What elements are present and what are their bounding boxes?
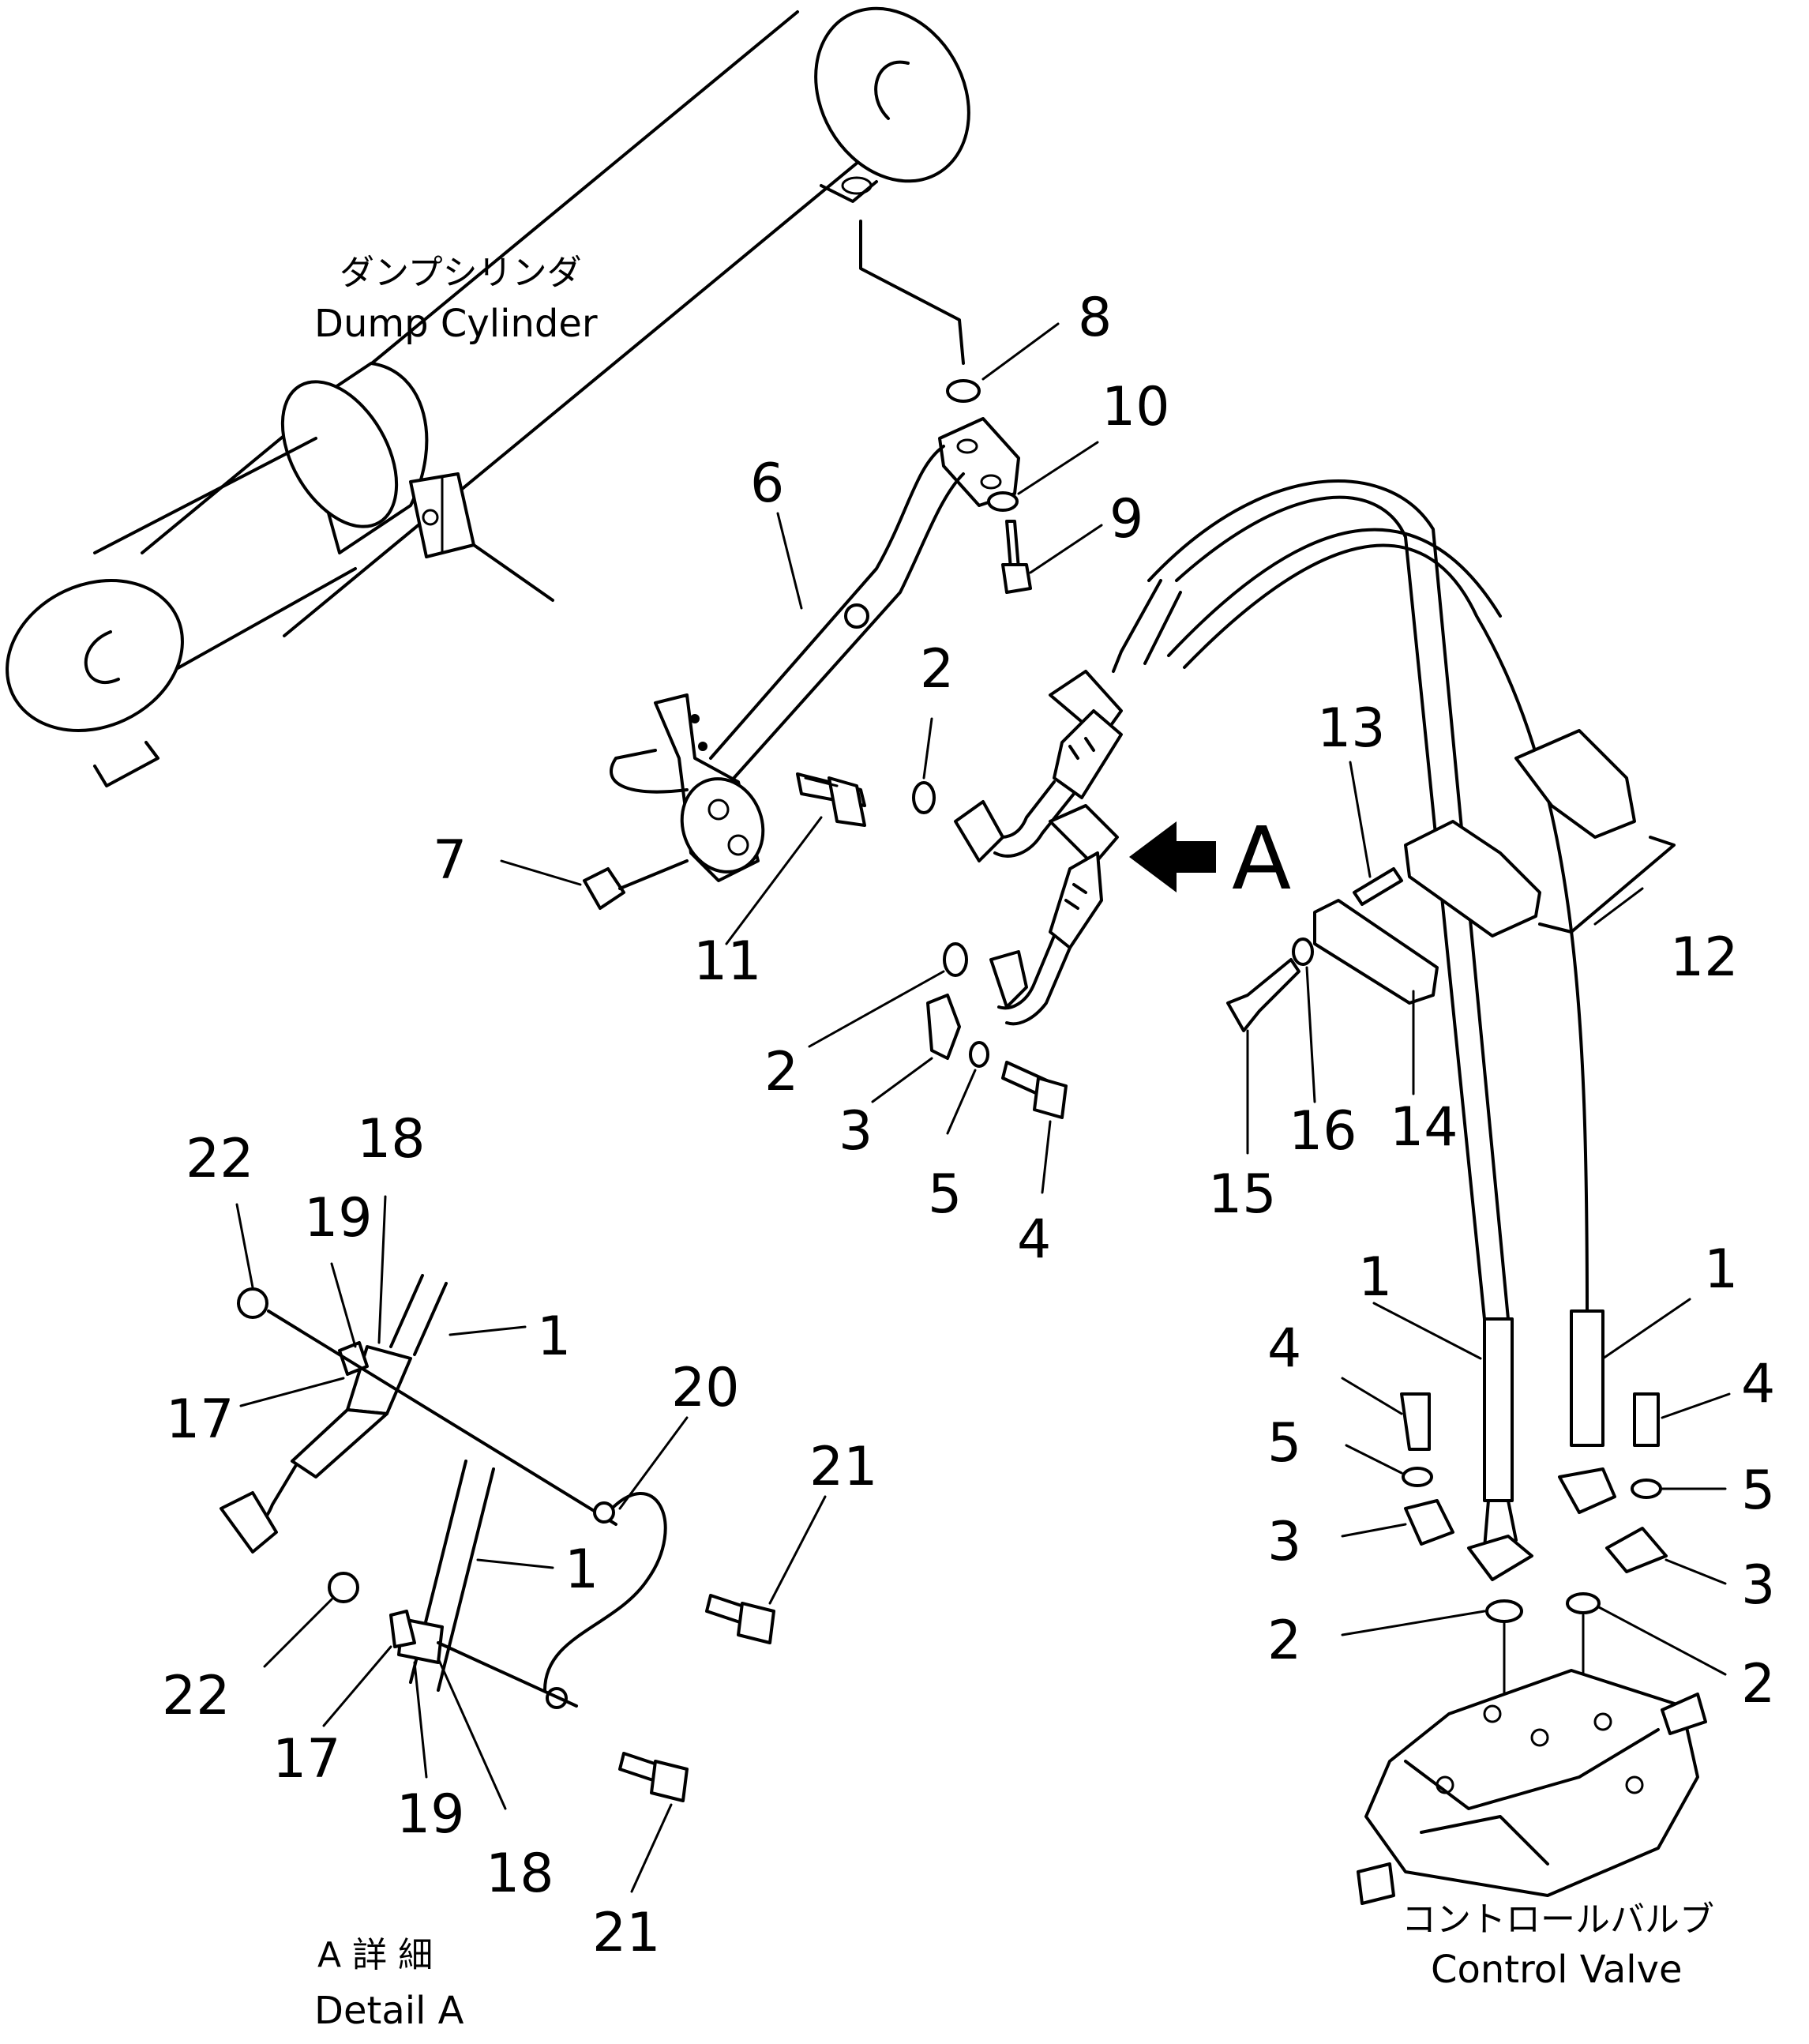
callout-5-b: 5 [1267, 1412, 1301, 1475]
callout-1-detail-a: 1 [537, 1306, 571, 1368]
detail-a-caption-en: Detail A [314, 1989, 464, 2033]
hose-1-left [1112, 479, 1510, 1321]
callout-2-d: 2 [1741, 1653, 1775, 1715]
callout-2-c: 2 [1267, 1610, 1301, 1672]
callout-16: 16 [1289, 1100, 1357, 1163]
detail-a-caption-jp: A 詳 細 [317, 1935, 433, 1975]
callout-15: 15 [1208, 1163, 1277, 1226]
callout-4-a: 4 [1017, 1208, 1051, 1271]
callout-11: 11 [693, 930, 762, 993]
callout-21-b: 21 [592, 1902, 661, 1964]
callout-19-b: 19 [396, 1783, 465, 1846]
callout-17-a: 17 [166, 1388, 235, 1451]
dump-cylinder-caption-jp: ダンプシリンダ [340, 253, 582, 293]
callout-1-detail-b: 1 [565, 1539, 599, 1601]
o-ring-2-lower [943, 942, 968, 977]
callout-2-b: 2 [764, 1041, 798, 1103]
callout-numbers: 8 10 9 6 2 11 7 2 3 5 4 13 12 14 16 15 1… [162, 287, 1775, 1964]
callout-1-right-b: 1 [1704, 1238, 1738, 1301]
callout-12: 12 [1670, 926, 1739, 989]
callout-7: 7 [433, 829, 467, 892]
callout-13: 13 [1317, 697, 1386, 760]
bolt-15 [1226, 958, 1300, 1032]
pin-13 [1353, 867, 1403, 906]
right-small-parts [1400, 1392, 1668, 1623]
callout-19-a: 19 [304, 1187, 373, 1249]
control-valve-caption-jp: コントロールバルブ [1402, 1899, 1714, 1940]
lower-hose-fitting [989, 804, 1119, 1026]
control-valve-caption-en: Control Valve [1431, 1948, 1683, 1992]
detail-a-drawing [220, 1274, 775, 1802]
hose-1-right [1167, 528, 1589, 1321]
callout-21-a: 21 [809, 1436, 878, 1498]
callout-1-right-a: 1 [1358, 1246, 1392, 1309]
callout-20: 20 [671, 1357, 740, 1419]
callout-22-a: 22 [186, 1128, 254, 1190]
callout-18-a: 18 [357, 1108, 426, 1170]
callout-2-a: 2 [920, 638, 954, 701]
washer-16 [1292, 937, 1314, 966]
o-ring-2-upper [912, 781, 936, 814]
upper-hose-fitting [954, 670, 1123, 862]
bolt-9 [1001, 520, 1032, 594]
bolt-11 [796, 772, 866, 827]
callout-5-c: 5 [1741, 1460, 1775, 1522]
callout-4-c: 4 [1741, 1353, 1775, 1415]
callout-6: 6 [750, 453, 784, 515]
right-hose-ends [1467, 1309, 1616, 1581]
callout-18-b: 18 [486, 1843, 554, 1905]
callout-9: 9 [1109, 488, 1143, 550]
callout-10: 10 [1102, 376, 1170, 438]
o-ring-8 [946, 379, 981, 403]
callout-22-b: 22 [162, 1665, 231, 1727]
split-flange-3 [926, 994, 961, 1060]
bolt-4 [1001, 1061, 1068, 1119]
callout-3-a: 3 [839, 1100, 873, 1163]
callout-17-b: 17 [272, 1728, 341, 1790]
view-a-label: A [1232, 808, 1291, 909]
callout-14: 14 [1390, 1096, 1458, 1159]
dump-cylinder-caption-en: Dump Cylinder [314, 302, 598, 346]
callout-4-b: 4 [1267, 1317, 1301, 1380]
view-a-arrow [1129, 821, 1216, 892]
plate-14 [1313, 899, 1439, 1005]
washer-5 [969, 1041, 989, 1068]
pipe-6-assembly [610, 417, 1020, 882]
callout-3-c: 3 [1741, 1554, 1775, 1617]
callout-5-a: 5 [928, 1163, 962, 1226]
callout-3-b: 3 [1267, 1511, 1301, 1573]
dump-cylinder-drawing [6, 6, 970, 787]
washer-10 [987, 491, 1019, 512]
clamp-block-12 [1404, 729, 1676, 937]
plug-7 [583, 859, 689, 910]
leader-lines [235, 322, 1731, 1893]
control-valve-drawing [1357, 1614, 1707, 1905]
callout-8: 8 [1078, 287, 1112, 349]
